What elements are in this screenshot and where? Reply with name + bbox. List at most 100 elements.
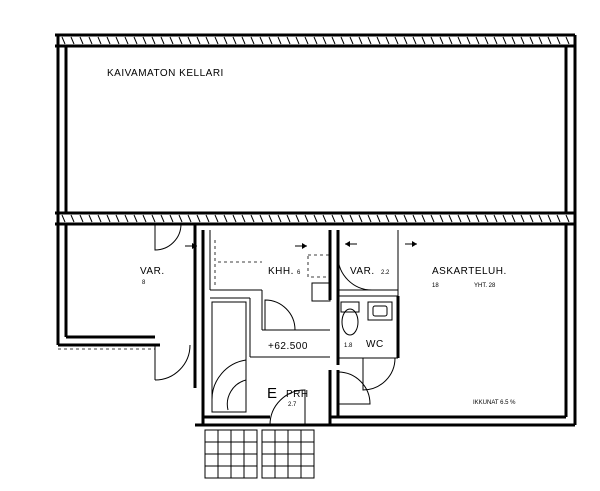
hatch-mark <box>259 214 264 223</box>
laundry-fixture <box>307 254 331 302</box>
hatch-mark <box>106 214 111 223</box>
hatch-mark <box>331 36 336 45</box>
sink-fixture <box>367 301 393 321</box>
hatch-mark <box>385 36 390 45</box>
label-wc: WC <box>366 339 384 350</box>
step-cell <box>261 453 276 467</box>
hatch-mark <box>286 214 291 223</box>
step-cell <box>204 441 219 455</box>
label-khh: KHH. <box>268 266 294 277</box>
hatch-mark <box>556 214 561 223</box>
hatch-mark <box>79 36 84 45</box>
hatch-mark <box>367 214 372 223</box>
door-var-mid <box>337 255 373 291</box>
hatch-mark <box>115 214 120 223</box>
hatch-mark <box>565 214 570 223</box>
step-cell <box>300 429 315 443</box>
step-cell <box>217 453 232 467</box>
hatch-mark <box>322 214 327 223</box>
hatch-mark <box>457 214 462 223</box>
hatch-mark <box>70 36 75 45</box>
hatch-mark <box>421 214 426 223</box>
hatch-mark <box>268 36 273 45</box>
label-var-left: VAR. <box>140 266 165 277</box>
hatch-mark <box>376 36 381 45</box>
step-cell <box>217 465 232 479</box>
hatch-mark <box>484 36 489 45</box>
hatch-mark <box>232 214 237 223</box>
step-cell <box>261 429 276 443</box>
door-entrance <box>269 389 306 426</box>
hatch-mark <box>142 214 147 223</box>
hatch-mark <box>196 214 201 223</box>
hatch-mark <box>547 214 552 223</box>
hatch-mark <box>277 214 282 223</box>
hatch-mark <box>547 36 552 45</box>
step-cell <box>300 465 315 479</box>
lower-floor-walls <box>56 224 577 427</box>
hatch-mark <box>214 214 219 223</box>
area-prh: 2.7 <box>288 402 297 408</box>
step-cell <box>230 441 245 455</box>
hatch-mark <box>151 36 156 45</box>
staircase <box>211 301 247 413</box>
hatch-mark <box>169 36 174 45</box>
windows-note: IKKUNAT 6.5 % <box>473 400 516 406</box>
hatch-mark <box>232 36 237 45</box>
hatch-mark <box>340 36 345 45</box>
step-cell <box>300 453 315 467</box>
dashed-lines <box>58 240 262 350</box>
hatch-mark <box>142 36 147 45</box>
hatch-mark <box>484 214 489 223</box>
hatch-mark <box>88 214 93 223</box>
door-var-left <box>154 223 191 381</box>
hatch-mark <box>133 36 138 45</box>
step-cell <box>274 429 289 443</box>
step-cell <box>217 441 232 455</box>
hatch-mark <box>367 36 372 45</box>
hatch-mark <box>61 36 66 45</box>
step-cell <box>230 453 245 467</box>
hatch-mark <box>124 36 129 45</box>
door-askarteluh <box>337 371 371 405</box>
hatch-mark <box>493 36 498 45</box>
hatch-mark <box>403 36 408 45</box>
hatch-mark <box>124 214 129 223</box>
hatch-mark <box>223 214 228 223</box>
hatch-mark <box>187 36 192 45</box>
hatch-mark <box>430 214 435 223</box>
area-var-mid: 2.2 <box>381 270 390 276</box>
hatch-mark <box>448 36 453 45</box>
step-cell <box>230 429 245 443</box>
hatch-mark <box>313 36 318 45</box>
total-area: YHT. 28 <box>474 283 496 289</box>
step-cell <box>274 465 289 479</box>
step-cell <box>243 453 258 467</box>
hatch-mark <box>502 36 507 45</box>
hatch-mark <box>520 214 525 223</box>
wall-hatching-top <box>61 36 570 223</box>
area-askarteluh: 18 <box>432 283 439 289</box>
step-cell <box>287 465 302 479</box>
step-cell <box>274 453 289 467</box>
hatch-mark <box>439 214 444 223</box>
area-khh: 6 <box>297 270 301 276</box>
hatch-mark <box>277 36 282 45</box>
hatch-mark <box>70 214 75 223</box>
step-cell <box>217 429 232 443</box>
hatch-mark <box>115 36 120 45</box>
hatch-mark <box>349 214 354 223</box>
hatch-mark <box>160 36 165 45</box>
area-wc: 1.8 <box>344 343 353 349</box>
hatch-mark <box>394 214 399 223</box>
hatch-mark <box>304 36 309 45</box>
hatch-mark <box>187 214 192 223</box>
hatch-mark <box>97 36 102 45</box>
hatch-mark <box>223 36 228 45</box>
hatch-mark <box>511 36 516 45</box>
hatch-mark <box>520 36 525 45</box>
hatch-mark <box>457 36 462 45</box>
hatch-mark <box>97 214 102 223</box>
step-cell <box>287 453 302 467</box>
